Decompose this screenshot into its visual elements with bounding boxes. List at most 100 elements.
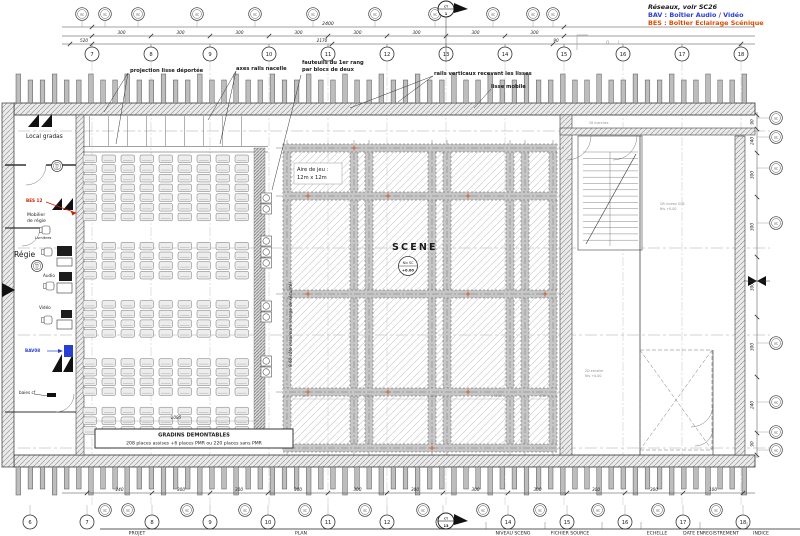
seat <box>82 329 97 338</box>
sc-bubble-label: SC <box>531 13 535 17</box>
titlebar-item: INDICE <box>753 531 769 536</box>
seat <box>101 271 116 280</box>
armchair <box>260 300 272 312</box>
dim-tick <box>754 452 760 458</box>
legend-bes: BES : Boîtier Eclairage Scénique <box>648 19 764 27</box>
seat <box>196 203 211 212</box>
seat <box>158 164 173 173</box>
sc-bubble-label: SC <box>538 509 542 513</box>
rail-post-bottom <box>427 466 433 490</box>
seat <box>158 300 173 309</box>
dim-tick <box>754 126 760 132</box>
rail-post-bottom <box>185 466 191 490</box>
armchair-seat <box>262 194 270 202</box>
grid-number-top: 14 <box>502 52 509 58</box>
leader-line <box>103 72 129 113</box>
rail-post-bottom <box>511 466 517 490</box>
seat <box>196 154 211 163</box>
rail-post-bottom <box>523 466 530 496</box>
dim-tick <box>754 150 760 156</box>
leader-line <box>207 70 237 121</box>
seat <box>101 261 116 270</box>
level-marker-text: Niv <box>55 164 59 167</box>
seat <box>234 174 249 183</box>
grid-number-top: 7 <box>90 52 93 58</box>
sc-bubble-label: SC <box>103 13 107 17</box>
rail-post-top <box>64 79 70 104</box>
dim-tick <box>207 33 213 39</box>
seat <box>82 193 97 202</box>
label-mobilier-2: de régie <box>27 217 46 224</box>
sc-bubble-label: SC <box>126 509 130 513</box>
seat <box>234 251 249 260</box>
rail-post-top <box>306 73 312 104</box>
grid-number-top: 15 <box>561 52 568 58</box>
armchair-seat <box>262 357 270 365</box>
rail-post-top <box>681 79 687 104</box>
sc-bubble-inner <box>100 505 110 515</box>
leader-line <box>473 88 492 109</box>
stage-dim-label: 395 <box>430 394 436 398</box>
seat <box>158 261 173 270</box>
shaft-room <box>639 349 713 451</box>
dim-label: 300 <box>236 30 244 35</box>
seat <box>215 416 230 425</box>
titlebar-item: PLAN <box>295 531 307 536</box>
rail-post-top <box>15 73 21 104</box>
sc-bubble-label: SC <box>774 167 778 171</box>
sc-bubble-inner <box>771 427 781 437</box>
grid-number-top: 12 <box>384 52 391 58</box>
seat <box>82 183 97 192</box>
rail-post-top <box>245 79 251 104</box>
grid-bubble-top <box>733 46 749 62</box>
grid-number-bottom: 11 <box>325 520 332 526</box>
seat <box>196 406 211 416</box>
grid-number-bottom: 16 <box>622 520 629 526</box>
seat <box>101 329 116 338</box>
seat <box>139 368 154 377</box>
label-baies: baies cf <box>19 390 36 395</box>
rail-post-top <box>475 79 481 104</box>
titlebar-item: FICHIER SOURCE <box>551 531 590 536</box>
dim-tick <box>561 33 567 39</box>
stage-dim-label: 115 <box>540 394 546 398</box>
grid-bubble-top <box>320 46 336 62</box>
rail-post-bottom <box>100 466 106 490</box>
label-video: Vidéo <box>39 305 51 310</box>
grid-number-bottom: 15 <box>564 520 571 526</box>
rail-post-top <box>342 73 348 104</box>
rail-post-top <box>318 79 324 104</box>
seat <box>120 319 135 328</box>
seat <box>120 300 135 309</box>
seat <box>101 300 116 309</box>
stage-dim-label: 1200 <box>494 394 502 398</box>
grid-bubble-top <box>674 46 690 62</box>
seat <box>120 377 135 386</box>
door-arc <box>55 393 75 413</box>
note-shaft-2: Niv +0.00 <box>585 374 602 378</box>
seat <box>139 416 154 425</box>
rail-post-bottom <box>269 466 275 496</box>
seat <box>158 319 173 328</box>
dim-tick <box>754 430 760 436</box>
leader-line <box>397 75 434 103</box>
regie-partition-wall <box>75 114 85 456</box>
rail-post-bottom <box>88 466 94 496</box>
seat <box>120 416 135 425</box>
sc-bubble-inner <box>771 218 781 228</box>
gradins-edge <box>253 147 266 441</box>
seat <box>177 164 192 173</box>
ct-flag-pennant <box>454 3 468 13</box>
sc-bubble-label: SC <box>774 342 778 346</box>
bes-triangle-icon <box>63 354 73 372</box>
marge-securite-note: 9.60 côte maximum (marge de sécurité) <box>288 282 293 367</box>
seat <box>234 212 249 222</box>
grid-number-bottom: 6 <box>28 520 31 526</box>
bes-triangle-icon <box>52 354 62 372</box>
dim-tick <box>329 41 335 47</box>
sc-bubble-inner <box>133 9 143 19</box>
console-block <box>56 257 73 267</box>
dim-label: 300 <box>750 223 755 231</box>
glyph-i: I <box>618 40 619 45</box>
rail-post-top <box>427 79 433 104</box>
